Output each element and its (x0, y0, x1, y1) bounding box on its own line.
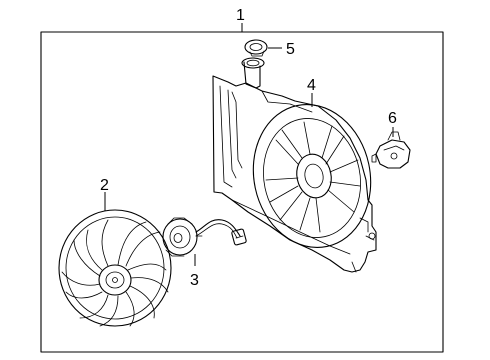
callout-6-label: 6 (388, 110, 397, 127)
callout-1-label: 1 (236, 7, 245, 24)
callout-3-label: 3 (190, 272, 199, 289)
callout-2-label: 2 (100, 177, 109, 194)
fan-shroud-part (212, 57, 377, 273)
callout-5-label: 5 (286, 41, 295, 58)
relay-sensor-part (371, 131, 411, 169)
cap-clip-part (244, 39, 268, 57)
fan-motor-part (162, 217, 247, 257)
callout-4-label: 4 (307, 77, 316, 94)
fan-blade-part (58, 209, 172, 327)
